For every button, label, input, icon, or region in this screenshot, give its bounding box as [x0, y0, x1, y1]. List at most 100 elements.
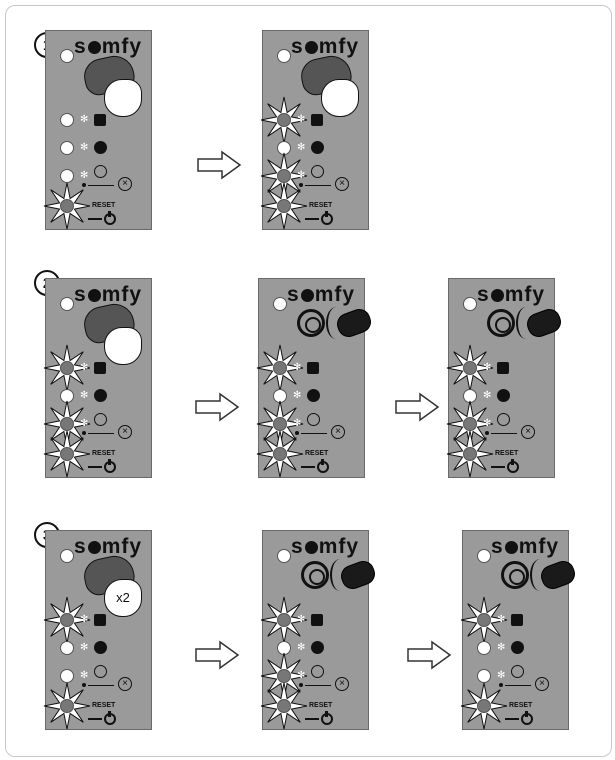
rts-icon [511, 614, 523, 626]
rts-icon [311, 614, 323, 626]
power-line [88, 718, 102, 720]
logo-dot-icon [87, 41, 101, 54]
dot-icon [299, 183, 303, 187]
power-icon [321, 711, 333, 725]
power-line [491, 466, 505, 468]
indicator-led [273, 447, 287, 461]
arrow-right-icon [195, 640, 240, 670]
reset-label: RESET [92, 450, 116, 457]
dot-icon [82, 431, 86, 435]
logo-dot-icon [490, 289, 504, 302]
logo-prefix: s [477, 283, 490, 306]
power-line [305, 718, 319, 720]
sun-icon: ✻ [483, 362, 492, 373]
indicator-led [273, 417, 287, 431]
cancel-circle-icon: × [535, 677, 549, 691]
reset-label: RESET [309, 202, 333, 209]
arrow-right-icon [407, 640, 452, 670]
cancel-circle-icon: × [521, 425, 535, 439]
sun-icon: ✻ [293, 418, 302, 429]
logo-suffix: mfy [101, 535, 143, 558]
indicator-led [477, 669, 491, 683]
indicator-led [477, 699, 491, 713]
power-line [301, 466, 315, 468]
diagram-frame [5, 5, 612, 757]
indicator-led [277, 113, 291, 127]
reset-label: RESET [305, 450, 329, 457]
indicator-led [277, 669, 291, 683]
indicator-led [273, 297, 287, 311]
target-icon [501, 561, 529, 589]
indicator-led [60, 49, 74, 63]
signal-wave-icon [530, 559, 550, 591]
indicator-led [277, 49, 291, 63]
signal-wave-icon [330, 559, 350, 591]
sun-icon: ✻ [80, 418, 89, 429]
indicator-led [463, 417, 477, 431]
cancel-circle-icon: × [335, 677, 349, 691]
rts-icon [311, 114, 323, 126]
pressing-hand-icon [104, 327, 142, 365]
timer-icon [307, 413, 320, 426]
logo-dot-icon [304, 41, 318, 54]
target-icon [297, 309, 325, 337]
timer-icon [511, 665, 524, 678]
indicator-led [60, 169, 74, 183]
logo-suffix: mfy [101, 35, 143, 58]
indicator-led [463, 297, 477, 311]
sun-icon: ✻ [293, 390, 302, 401]
sun-icon: ✻ [483, 390, 492, 401]
pedestrian-icon [307, 389, 320, 402]
sun-icon: ✻ [297, 142, 306, 153]
dot-icon [82, 183, 86, 187]
dot-icon [299, 683, 303, 687]
logo-suffix: mfy [101, 283, 143, 306]
logo-prefix: s [74, 35, 87, 58]
logo-suffix: mfy [318, 535, 360, 558]
signal-wave-icon [326, 307, 346, 339]
rts-icon [94, 362, 106, 374]
timer-line [491, 433, 517, 434]
sun-icon: ✻ [297, 670, 306, 681]
sun-icon: ✻ [80, 170, 89, 181]
power-icon [521, 711, 533, 725]
sun-icon: ✻ [80, 670, 89, 681]
indicator-led [60, 549, 74, 563]
sun-icon: ✻ [80, 642, 89, 653]
cancel-circle-icon: × [118, 425, 132, 439]
pedestrian-icon [94, 141, 107, 154]
indicator-led [60, 199, 74, 213]
timer-icon [94, 665, 107, 678]
logo-prefix: s [291, 35, 304, 58]
power-line [305, 218, 319, 220]
indicator-led [477, 641, 491, 655]
logo-suffix: mfy [518, 535, 560, 558]
logo-dot-icon [304, 541, 318, 554]
timer-icon [311, 165, 324, 178]
logo-suffix: mfy [314, 283, 356, 306]
indicator-led [60, 613, 74, 627]
pressing-hand-icon [321, 79, 359, 117]
timer-icon [311, 665, 324, 678]
pedestrian-icon [511, 641, 524, 654]
indicator-led [60, 417, 74, 431]
indicator-led [477, 613, 491, 627]
dot-icon [499, 683, 503, 687]
logo-dot-icon [300, 289, 314, 302]
dot-icon [295, 431, 299, 435]
timer-icon [94, 413, 107, 426]
sun-icon: ✻ [80, 114, 89, 125]
timer-line [505, 685, 531, 686]
cancel-circle-icon: × [118, 177, 132, 191]
rts-icon [94, 614, 106, 626]
logo-prefix: s [74, 283, 87, 306]
sun-icon: ✻ [497, 670, 506, 681]
cancel-circle-icon: × [331, 425, 345, 439]
reset-label: RESET [92, 202, 116, 209]
